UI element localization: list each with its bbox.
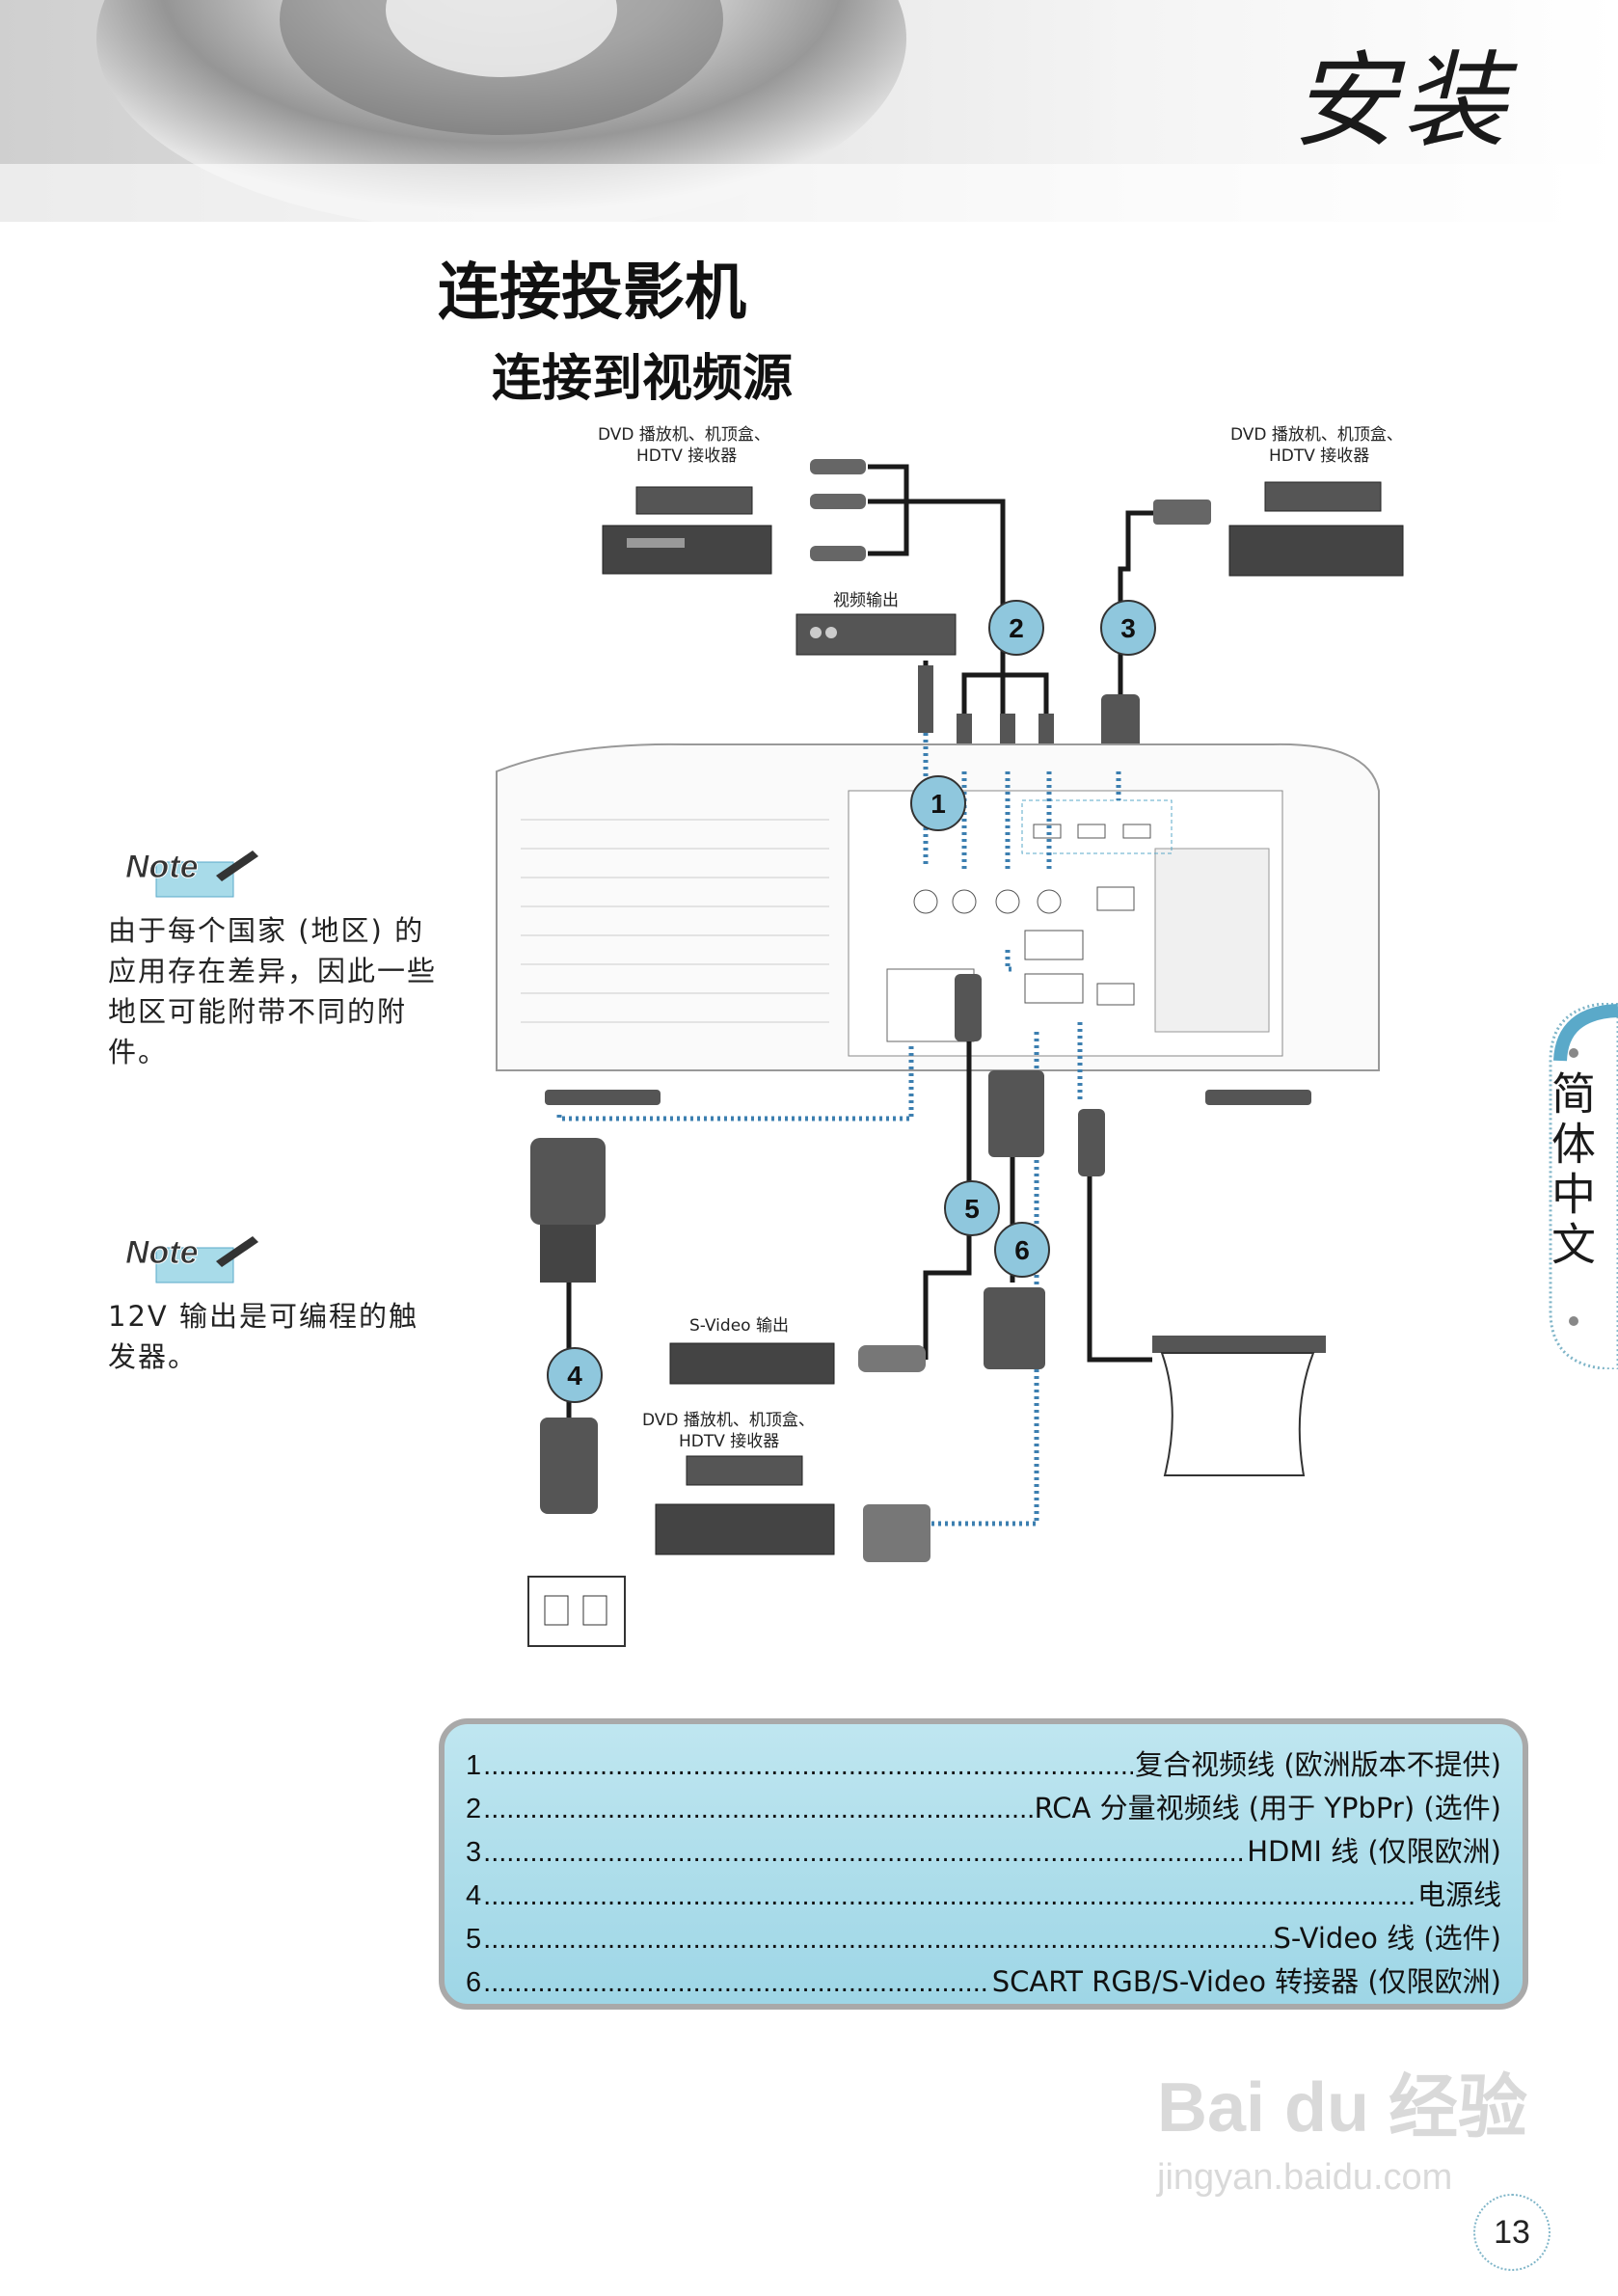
power-cord	[527, 1138, 626, 1647]
video-out-label: 视频输出	[833, 591, 899, 610]
page-subtitle: 连接到视频源	[492, 350, 794, 408]
svg-text:3: 3	[1120, 613, 1136, 643]
legend-row: 3HDMI 线 (仅限欧洲)	[466, 1830, 1501, 1874]
legend-row: 5S-Video 线 (选件)	[466, 1917, 1501, 1960]
callout-4: 4	[547, 1347, 603, 1403]
callout-3: 3	[1100, 600, 1156, 656]
note-2-text: 12V 输出是可编程的触发器。	[108, 1300, 418, 1373]
svg-text:Note: Note	[125, 849, 199, 885]
cable-legend: 1复合视频线 (欧洲版本不提供) 2RCA 分量视频线 (用于 YPbPr) (…	[439, 1718, 1528, 2010]
baidu-watermark: Bai du 经验 jingyan.baidu.com	[1156, 2069, 1527, 2198]
note-pencil-icon: Note	[125, 1234, 258, 1283]
svg-text:Note: Note	[125, 1234, 199, 1271]
note-pencil-icon: Note	[125, 849, 258, 898]
video-out-device	[796, 613, 957, 656]
callout-5: 5	[944, 1180, 1000, 1236]
callout-6: 6	[994, 1222, 1050, 1278]
note-1: Note 由于每个国家 (地区) 的应用存在差异，因此一些地区可能附带不同的附件…	[108, 845, 445, 1072]
svg-text:1: 1	[930, 789, 946, 819]
svg-text:5: 5	[964, 1194, 980, 1224]
callout-2: 2	[988, 600, 1044, 656]
source-bottom-label-2: HDTV 接收器	[679, 1432, 779, 1451]
side-language-label: 简体中文	[1545, 1070, 1597, 1271]
note-2: Note 12V 输出是可编程的触发器。	[108, 1230, 445, 1377]
legend-row: 2RCA 分量视频线 (用于 YPbPr) (选件)	[466, 1787, 1501, 1830]
legend-row: 1复合视频线 (欧洲版本不提供)	[466, 1743, 1501, 1787]
svideo-out-label: S-Video 输出	[689, 1316, 789, 1336]
callout-1: 1	[910, 775, 966, 831]
svg-text:Bai du 经验: Bai du 经验	[1157, 2069, 1527, 2147]
dvd-player-top-right	[1228, 481, 1404, 577]
section-title: 安装	[1291, 41, 1512, 162]
source-top-left-label-1: DVD 播放机、机顶盒、	[598, 425, 770, 445]
source-top-left-label-2: HDTV 接收器	[636, 446, 737, 466]
legend-row: 6SCART RGB/S-Video 转接器 (仅限欧洲)	[466, 1960, 1501, 2004]
projector-rear	[496, 743, 1380, 1105]
svg-text:2: 2	[1009, 613, 1024, 643]
page-title: 连接投影机	[438, 257, 746, 329]
connection-diagram: DVD 播放机、机顶盒、 HDTV 接收器 DVD 播放机、机顶盒、 HDTV …	[496, 425, 1404, 1647]
legend-row: 4电源线	[466, 1874, 1501, 1917]
source-bottom-label-1: DVD 播放机、机顶盒、	[642, 1411, 815, 1430]
svg-text:6: 6	[1014, 1235, 1030, 1265]
scart-cable	[863, 1070, 1045, 1562]
dvd-player-bottom	[655, 1455, 835, 1555]
svideo-cable	[858, 974, 982, 1372]
note-1-text: 由于每个国家 (地区) 的应用存在差异，因此一些地区可能附带不同的附件。	[108, 914, 438, 1068]
trigger-cable-screen	[1078, 1109, 1326, 1476]
svideo-device	[669, 1342, 835, 1385]
side-language-tab	[1549, 1003, 1618, 1369]
page-number: 13	[1473, 2194, 1551, 2271]
header-lens-art	[0, 0, 1618, 222]
source-top-right-label-2: HDTV 接收器	[1269, 446, 1369, 466]
svg-text:4: 4	[567, 1361, 582, 1391]
source-top-right-label-1: DVD 播放机、机顶盒、	[1230, 425, 1403, 445]
svg-text:jingyan.baidu.com: jingyan.baidu.com	[1156, 2157, 1452, 2198]
dvd-player-top-left	[602, 486, 772, 575]
